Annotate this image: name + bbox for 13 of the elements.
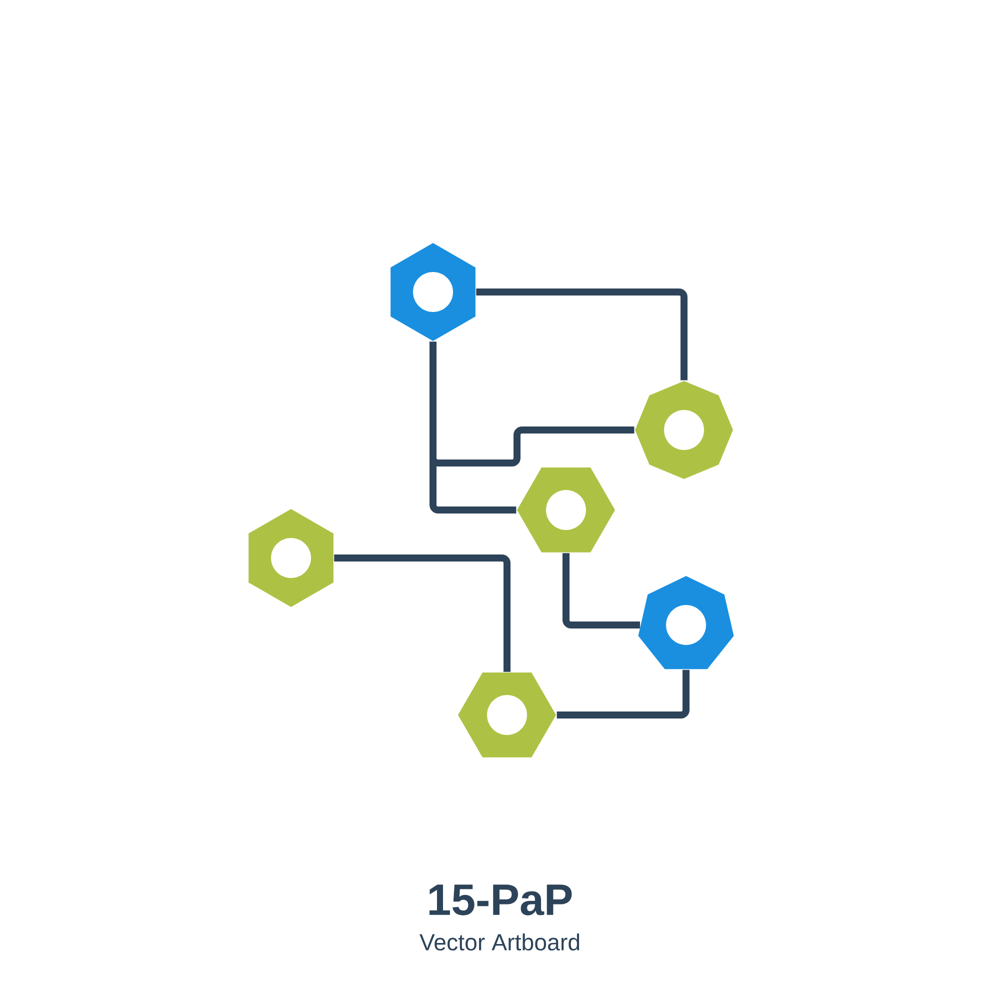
- octagon-nut: [635, 380, 734, 479]
- heptagon-nut: [638, 576, 734, 670]
- hexagon-nut: [248, 508, 334, 607]
- title-text: 15-PaP: [430, 884, 572, 916]
- hexagon-nut: [517, 468, 616, 552]
- connector-line: [430, 342, 516, 514]
- hexagon-nut: [458, 672, 556, 758]
- subtitle-text: Vector Artboard: [420, 933, 580, 950]
- connector-line: [556, 670, 690, 718]
- hexagon-nut: [390, 242, 476, 341]
- connector-line: [562, 553, 640, 628]
- connector-line: [334, 554, 511, 672]
- connector-line: [476, 288, 688, 380]
